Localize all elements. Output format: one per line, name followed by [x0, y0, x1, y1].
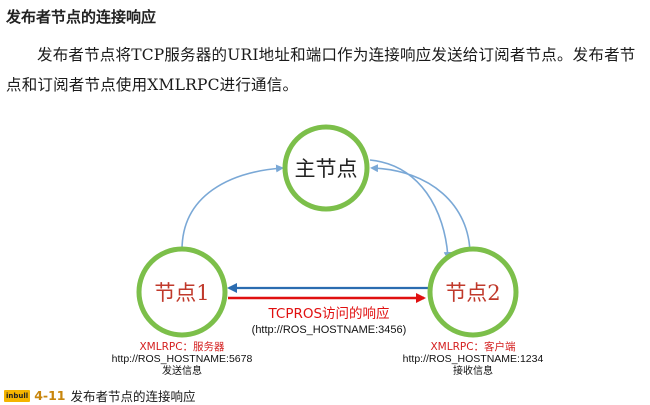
figure-number: 4-11 [34, 388, 66, 403]
arc-node1-to-master [181, 164, 284, 251]
figure-caption: inbull 4-11 发布者节点的连接响应 [4, 386, 195, 405]
node2-label: 节点2 [445, 281, 500, 305]
section-heading: 发布者节点的连接响应 [6, 8, 157, 26]
master-node-label: 主节点 [295, 157, 358, 181]
master-node-circle [282, 124, 370, 212]
publisher-logo: inbull [4, 389, 31, 402]
node1-action: 发送信息 [162, 364, 202, 377]
node2-action: 接收信息 [453, 364, 493, 377]
body-paragraph: 发布者节点将TCP服务器的URI地址和端口作为连接响应发送给订阅者节点。发布者节… [6, 46, 636, 94]
node1-circle [136, 246, 228, 338]
node1-role: XMLRPC：服务器 [139, 340, 225, 353]
arc-node2-to-master [370, 164, 471, 256]
node1-label: 节点1 [154, 281, 209, 305]
figure-caption-text: 发布者节点的连接响应 [70, 389, 196, 404]
node2-circle [427, 246, 519, 338]
tcpros-label: TCPROS访问的响应 [267, 305, 389, 322]
arc-master-to-node2 [369, 159, 452, 260]
node2-uri: http://ROS_HOSTNAME:1234 [403, 353, 544, 365]
node2-role: XMLRPC：客户端 [430, 340, 516, 353]
tcpros-uri: (http://ROS_HOSTNAME:3456) [252, 324, 407, 336]
node1-uri: http://ROS_HOSTNAME:5678 [112, 353, 253, 365]
